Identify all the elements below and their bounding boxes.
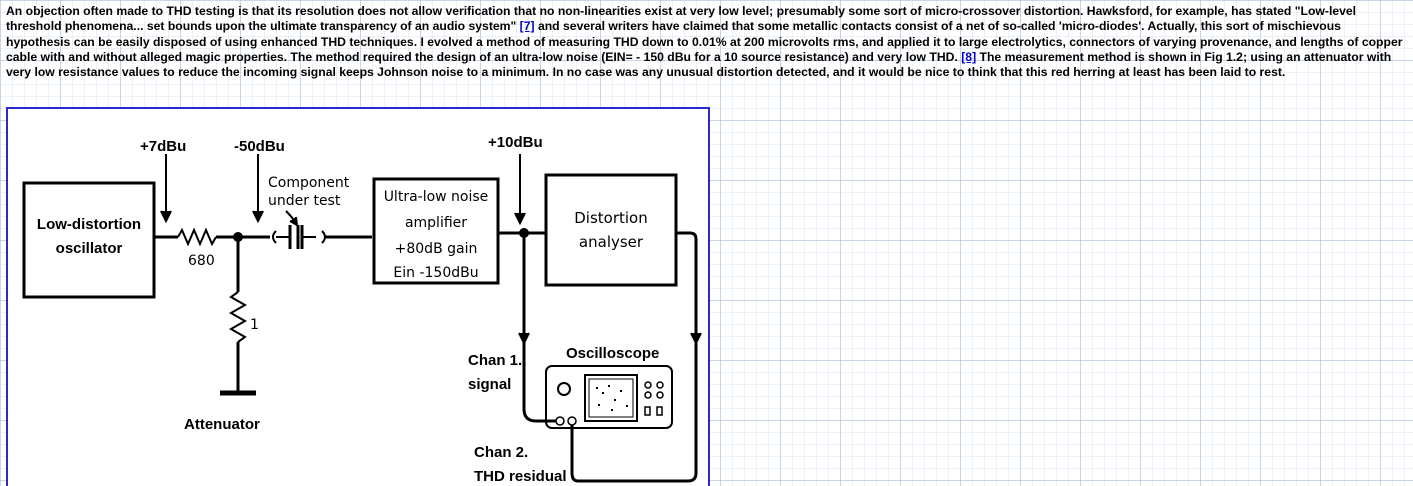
level-label-10dbu: +10dBu [488, 134, 543, 151]
paragraph-text-2: and several writers have claimed that so… [6, 19, 1403, 64]
amplifier-label-line3: +80dB gain [395, 241, 478, 257]
distortion-analyser-box [544, 173, 678, 287]
oscillator-label-line2: oscillator [56, 240, 123, 257]
amplifier-label-line2: amplifier [405, 215, 467, 231]
reference-link-7[interactable]: [7] [519, 19, 535, 34]
reference-link-8[interactable]: [8] [961, 49, 977, 64]
oscillator-box [22, 181, 156, 299]
analyser-label-line2: analyser [579, 233, 644, 251]
chan1-label-line1: Chan 1. [468, 352, 522, 369]
component-label-line2: under test [268, 193, 341, 209]
chan2-label-line2: THD residual [474, 468, 567, 485]
oscilloscope-label: Oscilloscope [566, 345, 659, 362]
chan2-label-line1: Chan 2. [474, 444, 528, 461]
amplifier-label-line4: Ein -150dBu [393, 265, 478, 281]
article-paragraph: An objection often made to THD testing i… [6, 4, 1406, 80]
resistor-680-label: 680 [188, 253, 215, 269]
paragraph-text-1: An objection often made to THD testing i… [6, 4, 1357, 34]
figure-measurement-setup: +7dBu -50dBu +10dBu Low-distortion oscil… [6, 107, 710, 486]
paragraph-text-3: The measurement method is shown in Fig 1… [6, 49, 1392, 80]
level-label-minus50dbu: -50dBu [234, 138, 285, 155]
resistor-1 [228, 291, 248, 343]
resistor-1-label: 1 [250, 317, 259, 333]
oscilloscope-body [545, 365, 673, 429]
component-label-line1: Component [268, 175, 350, 191]
oscilloscope-screen [584, 374, 638, 422]
chan1-label-line2: signal [468, 376, 511, 393]
resistor-680 [177, 227, 217, 247]
attenuator-label: Attenuator [184, 416, 260, 433]
circuit-diagram: +7dBu -50dBu +10dBu Low-distortion oscil… [22, 134, 702, 485]
oscillator-label-line1: Low-distortion [37, 216, 141, 233]
level-label-7dbu: +7dBu [140, 138, 186, 155]
amplifier-box [372, 177, 500, 285]
analyser-label-line1: Distortion [574, 209, 648, 227]
amplifier-label-line1: Ultra-low noise [384, 189, 489, 205]
